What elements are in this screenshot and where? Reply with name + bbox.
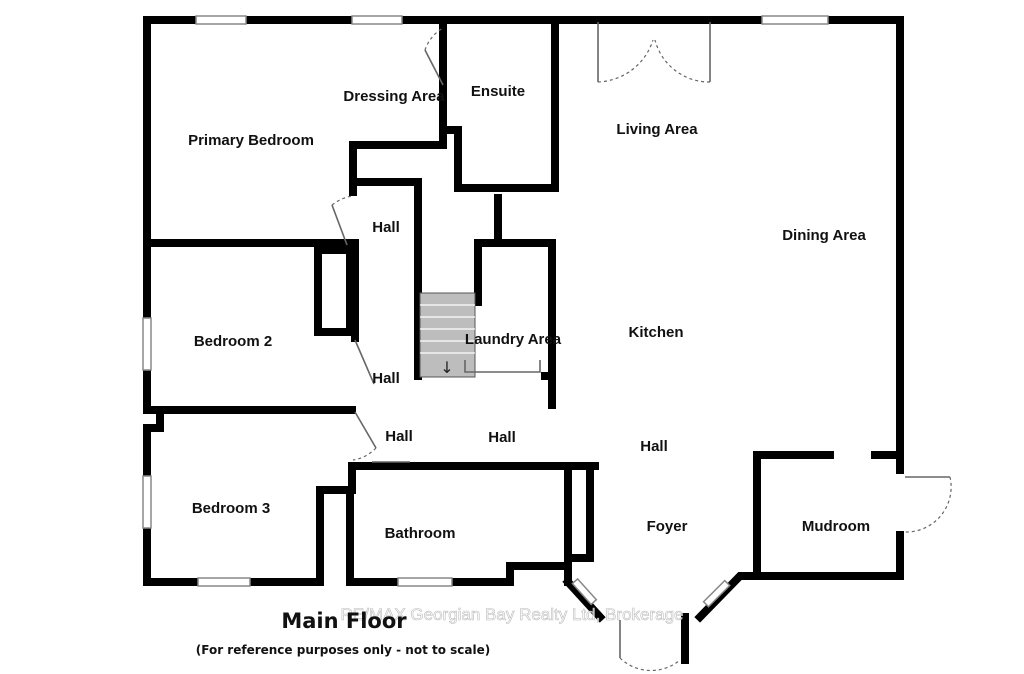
window-dining xyxy=(761,15,829,25)
room-label-living-area: Living Area xyxy=(616,121,698,138)
room-labels: Primary Bedroom Dressing Area Ensuite Li… xyxy=(188,83,870,542)
room-label-kitchen: Kitchen xyxy=(628,324,683,341)
exterior-walls xyxy=(143,16,904,623)
windows xyxy=(142,15,829,608)
door-bedroom-3 xyxy=(354,411,377,449)
window-foyer-right xyxy=(702,579,731,608)
door-dressing xyxy=(424,49,444,86)
room-label-dressing-area: Dressing Area xyxy=(343,88,445,105)
door-bedroom-2 xyxy=(354,339,375,385)
room-label-hall-lower-left: Hall xyxy=(385,428,413,445)
room-label-foyer: Foyer xyxy=(647,518,688,535)
room-label-ensuite: Ensuite xyxy=(471,83,525,100)
window-bedroom-2 xyxy=(142,317,152,371)
window-bedroom-3-bottom xyxy=(197,577,251,587)
room-label-hall-upper: Hall xyxy=(372,219,400,236)
window-foyer-left xyxy=(571,577,598,606)
window-bathroom xyxy=(397,577,453,587)
plan-note: (For reference purposes only - not to sc… xyxy=(196,643,490,657)
room-label-hall-lower-right: Hall xyxy=(640,438,668,455)
plan-title: Main Floor xyxy=(281,609,407,633)
doors xyxy=(331,22,952,672)
window-primary-1 xyxy=(195,15,247,25)
interior-walls xyxy=(143,18,904,664)
window-bedroom-3-side xyxy=(142,475,152,529)
door-primary xyxy=(331,204,348,246)
room-label-bathroom: Bathroom xyxy=(385,525,456,542)
laundry-appliance xyxy=(464,360,541,373)
room-label-mudroom: Mudroom xyxy=(802,518,870,535)
room-label-hall-lower-center: Hall xyxy=(488,429,516,446)
room-label-bedroom-2: Bedroom 2 xyxy=(194,333,272,350)
room-label-bedroom-3: Bedroom 3 xyxy=(192,500,270,517)
stairs-arrow-icon: ↓ xyxy=(440,358,453,377)
room-label-hall-middle: Hall xyxy=(372,370,400,387)
room-label-laundry-area: Laundry Area xyxy=(465,331,562,348)
staircase: ↓ xyxy=(419,292,476,378)
room-label-dining-area: Dining Area xyxy=(782,227,866,244)
window-primary-2 xyxy=(351,15,403,25)
watermark: RE/MAX Georgian Bay Realty Ltd, Brokerag… xyxy=(341,605,684,624)
room-label-primary-bedroom: Primary Bedroom xyxy=(188,132,314,149)
